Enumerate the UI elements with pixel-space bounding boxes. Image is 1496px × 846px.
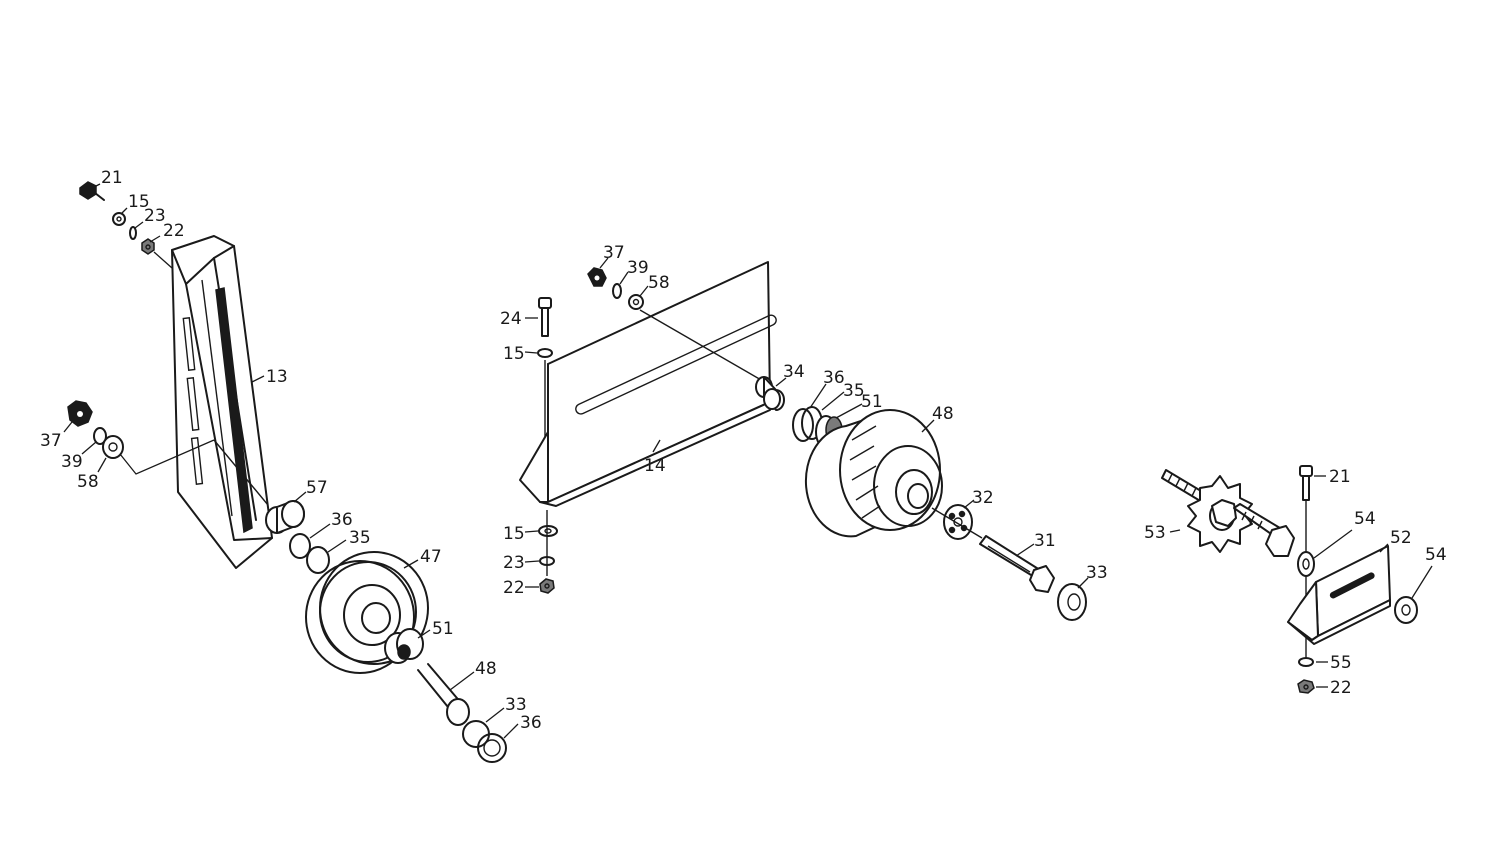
axle-48 <box>417 663 470 726</box>
assembly-right: 21 53 54 52 54 55 22 <box>1144 465 1447 698</box>
roller-48 <box>804 409 943 538</box>
washer-15 <box>112 212 126 226</box>
washer-54 <box>1297 551 1315 577</box>
label-a2-51: 51 <box>861 392 883 412</box>
label-a2-22: 22 <box>503 578 525 598</box>
label-a1-57: 57 <box>306 478 328 498</box>
washer-15-top <box>537 348 553 358</box>
nut-22 <box>141 238 155 255</box>
label-a3-54: 54 <box>1354 509 1376 529</box>
label-a2-32: 32 <box>972 488 994 508</box>
label-a3-52: 52 <box>1390 528 1412 548</box>
label-a1-15: 15 <box>128 192 150 212</box>
label-a2-37: 37 <box>603 243 625 263</box>
vertical-bracket-13 <box>171 235 273 569</box>
washer-58-center <box>628 294 644 310</box>
bracket-52 <box>1287 545 1391 645</box>
bolt-24 <box>538 297 552 337</box>
washer-55 <box>1298 657 1314 667</box>
label-a2-24: 24 <box>500 309 522 329</box>
washer-39 <box>93 427 107 445</box>
bearing-32 <box>943 504 973 540</box>
label-a2-39: 39 <box>627 258 649 278</box>
label-a2-36: 36 <box>823 368 845 388</box>
label-a1-22: 22 <box>163 221 185 241</box>
label-a2-23: 23 <box>503 553 525 573</box>
ring-35 <box>306 546 330 574</box>
bearing-51 <box>384 628 424 664</box>
label-a2-33: 33 <box>1086 563 1108 583</box>
label-a2-48: 48 <box>932 404 954 424</box>
washer-39-center <box>612 283 622 299</box>
spring-washer-23 <box>129 226 137 240</box>
label-a1-51: 51 <box>432 619 454 639</box>
washer-54-right <box>1394 596 1418 624</box>
label-a2-34: 34 <box>783 362 805 382</box>
washer-15-bottom <box>538 525 558 537</box>
label-a2-14: 14 <box>644 456 666 476</box>
ring-36-lower <box>477 733 507 763</box>
snap-ring-36 <box>289 533 311 559</box>
label-a1-47: 47 <box>420 547 442 567</box>
spacer-34 <box>755 376 785 411</box>
angle-plate-14 <box>519 261 777 507</box>
spacer-57 <box>265 500 305 534</box>
label-a3-54b: 54 <box>1425 545 1447 565</box>
assembly-center: 37 39 58 24 15 14 15 23 22 34 36 35 51 4… <box>500 243 1108 621</box>
label-a3-21: 21 <box>1329 467 1351 487</box>
axle-31 <box>979 535 1055 593</box>
label-a1-35: 35 <box>349 528 371 548</box>
label-a1-36b: 36 <box>520 713 542 733</box>
nut-22-right <box>1297 679 1315 694</box>
label-a1-36: 36 <box>331 510 353 530</box>
label-a3-53: 53 <box>1144 523 1166 543</box>
label-a3-22: 22 <box>1330 678 1352 698</box>
label-a2-58: 58 <box>648 273 670 293</box>
snap-ring-36-center <box>792 408 814 442</box>
bolt-21-right <box>1299 465 1313 501</box>
label-a1-39: 39 <box>61 452 83 472</box>
label-a1-48: 48 <box>475 659 497 679</box>
label-a1-13: 13 <box>266 367 288 387</box>
label-a1-58: 58 <box>77 472 99 492</box>
washer-33-center <box>1057 583 1087 621</box>
label-a1-21: 21 <box>101 168 123 188</box>
label-a1-33: 33 <box>505 695 527 715</box>
nut-22-center <box>539 578 555 594</box>
label-a2-31: 31 <box>1034 531 1056 551</box>
bolt-21 <box>79 181 105 201</box>
label-a2-15b: 15 <box>503 524 525 544</box>
assembly-left: 21 15 23 22 13 37 39 58 57 36 35 47 51 4… <box>40 168 542 763</box>
label-a1-37: 37 <box>40 431 62 451</box>
label-a2-15: 15 <box>503 344 525 364</box>
label-a2-35: 35 <box>843 381 865 401</box>
label-a1-23: 23 <box>144 206 166 226</box>
washer-58 <box>102 435 124 459</box>
label-a3-55: 55 <box>1330 653 1352 673</box>
